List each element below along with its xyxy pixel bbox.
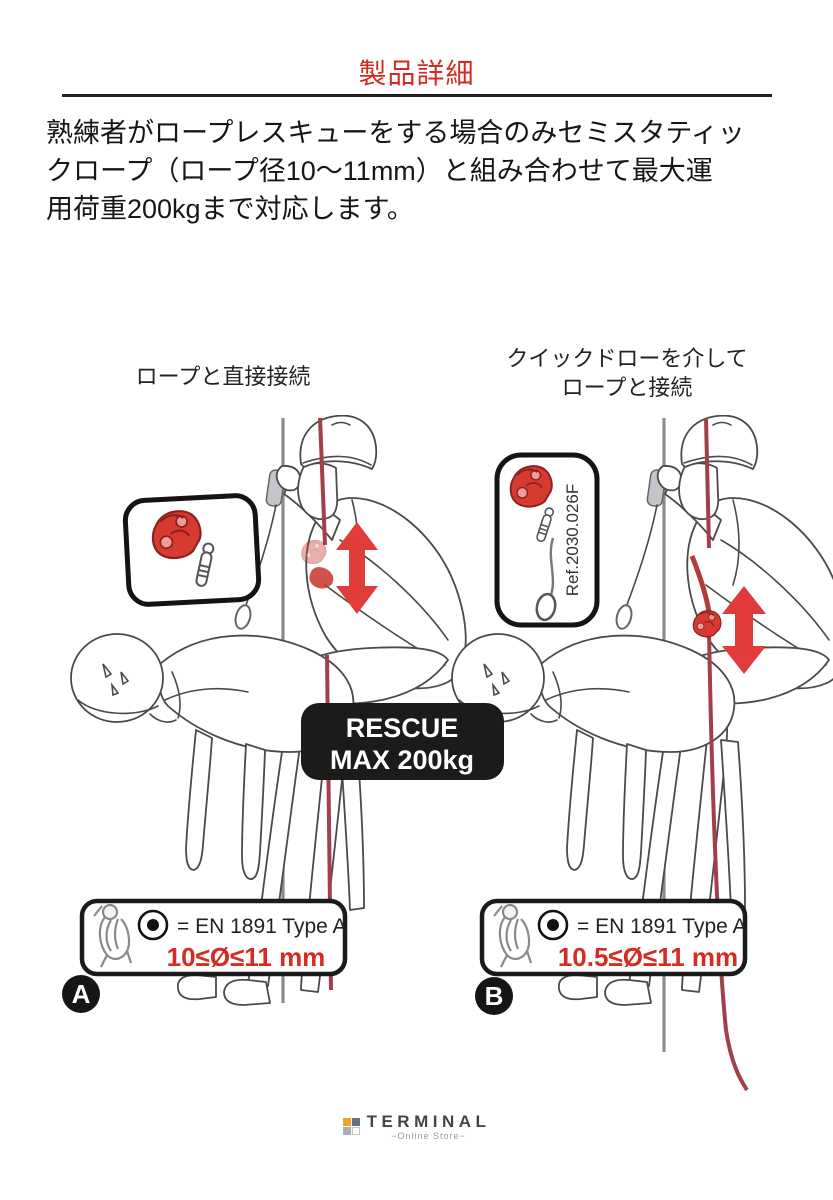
panel-b-spec-label: = EN 1891 Type A 10.5≤Ø≤11 mm — [479, 898, 748, 977]
rescue-badge-line-2: MAX 200kg — [330, 745, 474, 775]
panel-b-device-callout: Ref.2030.026F — [494, 452, 600, 628]
logo-grid-icon — [342, 1117, 361, 1136]
intro-line-2: クロープ（ロープ径10〜11mm）と組み合わせて最大運 — [46, 156, 713, 186]
panel-a-caption: ロープと直接接続 — [135, 364, 311, 389]
panel-b-diameter-text: 10.5≤Ø≤11 mm — [558, 942, 738, 972]
logo-text: TERMINAL −Online Store− — [367, 1112, 491, 1141]
panel-b-caption-line-2: ロープと接続 — [561, 375, 693, 400]
title-underline — [62, 94, 772, 97]
brand-name: TERMINAL — [366, 1112, 491, 1131]
panel-b-standard-text: = EN 1891 Type A — [577, 915, 747, 938]
intro-line-1: 熟練者がロープレスキューをする場合のみセミスタティッ — [46, 118, 745, 148]
panel-a-standard-text: = EN 1891 Type A — [177, 915, 347, 938]
panel-b-caption: クイックドローを介して ロープと接続 — [462, 344, 792, 402]
panel-a-chest-attachment — [309, 567, 334, 589]
page-title: 製品詳細 — [358, 58, 475, 89]
panel-b-ref-text: Ref.2030.026F — [563, 484, 582, 596]
rescue-max-badge: RESCUE MAX 200kg — [301, 703, 504, 780]
store-logo: TERMINAL −Online Store− — [0, 1112, 833, 1141]
panel-b-updown-arrow — [722, 586, 766, 674]
panel-b-quickdraw — [689, 555, 712, 613]
rescue-illustration: Ref.2030.026F RESCUE MAX 200kg = EN 1891… — [62, 415, 833, 1092]
panel-a-letter-badge: A — [62, 975, 100, 1013]
panel-a-spec-label: = EN 1891 Type A 10≤Ø≤11 mm — [79, 898, 348, 977]
intro-line-3: 用荷重200kgまで対応します。 — [46, 194, 414, 224]
intro-paragraph: 熟練者がロープレスキューをする場合のみセミスタティッ クロープ（ロープ径10〜1… — [46, 114, 806, 228]
panel-b-caption-line-1: クイックドローを介して — [506, 346, 748, 371]
panel-a-diameter-text: 10≤Ø≤11 mm — [167, 942, 326, 972]
brand-tagline: −Online Store− — [391, 1131, 466, 1141]
panel-a-chest-device-faint — [301, 539, 327, 565]
panel-b-letter: B — [485, 981, 504, 1011]
panel-a-updown-arrow — [336, 522, 378, 614]
panel-a-letter: A — [72, 979, 91, 1009]
rescue-badge-line-1: RESCUE — [346, 713, 459, 743]
panel-b-letter-badge: B — [475, 977, 513, 1015]
panel-a-device-callout — [122, 493, 262, 607]
